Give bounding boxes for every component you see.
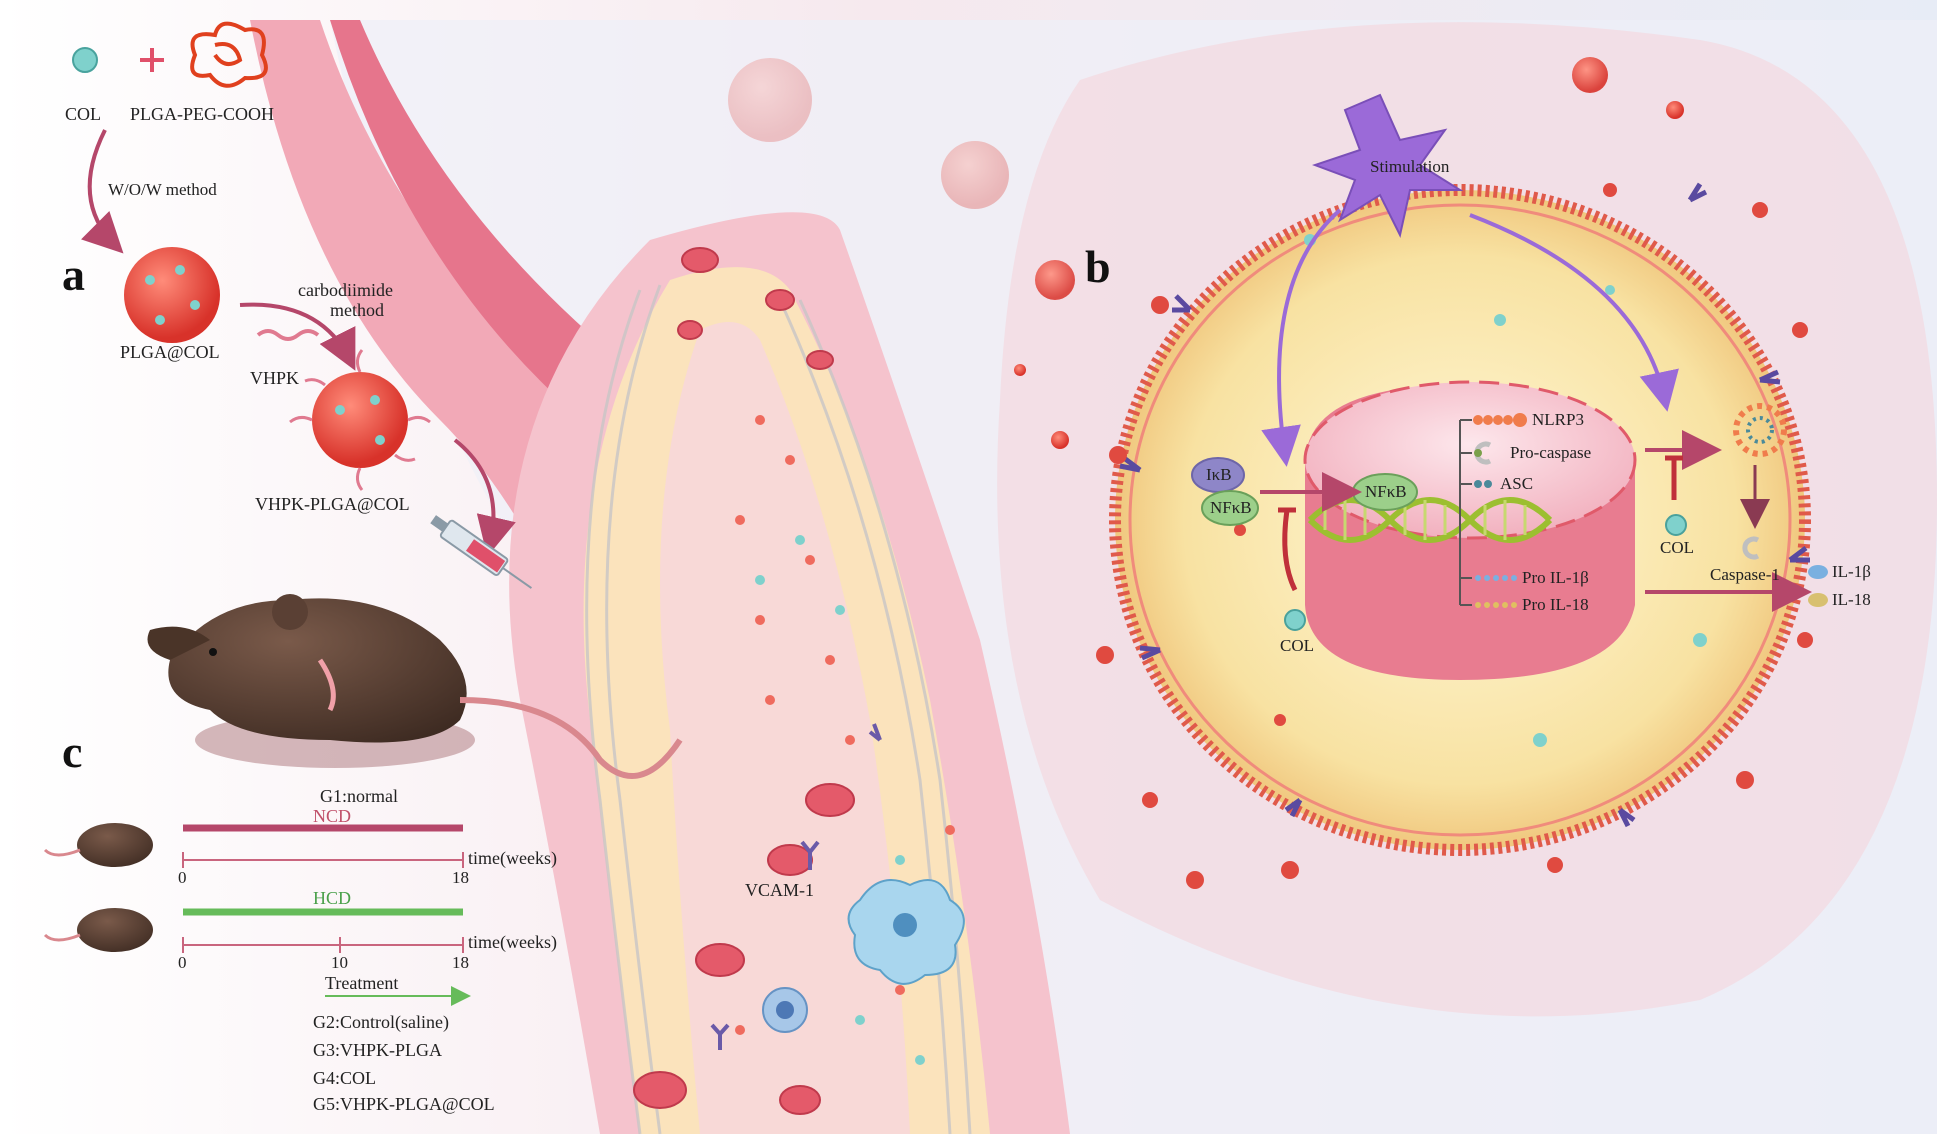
method-label: method: [330, 300, 384, 320]
gene-ticks: [1460, 419, 1472, 606]
col-left-icon: [1284, 609, 1306, 631]
asc-label: ASC: [1500, 474, 1534, 493]
caspase1-label: Caspase-1: [1710, 565, 1780, 584]
vhpk-peptide-icon: [256, 329, 320, 341]
nfkb-ellipse: [1201, 490, 1259, 526]
g3-label: G3:VHPK-PLGA: [313, 1040, 443, 1060]
g5-label: G5:VHPK-PLGA@COL: [313, 1094, 495, 1114]
wow-arrow: [81, 129, 124, 254]
red-blood-cells: [633, 247, 855, 1115]
tick-0-ncd: 0: [178, 868, 187, 887]
il18-label: IL-18: [1832, 590, 1871, 609]
nfkb-nuclear-label: NFκB: [1365, 482, 1407, 501]
inhibition-left: [1278, 507, 1298, 592]
procaspase-label: Pro-caspase: [1510, 443, 1592, 462]
g2-label: G2:Control(saline): [313, 1012, 449, 1032]
col-left-label: COL: [1280, 636, 1314, 655]
cell-membrane: [1109, 184, 1811, 856]
plga-col-particle: [124, 247, 220, 343]
stimulation-arrow-right: [1469, 213, 1679, 412]
col-label: COL: [65, 104, 101, 124]
macrophage: [847, 879, 965, 985]
panel-a-letter: a: [62, 249, 85, 300]
time-weeks-1: time(weeks): [468, 848, 557, 868]
timeline-hcd: [43, 908, 471, 1006]
membrane-receptors: [1119, 182, 1810, 828]
stimulation-arrow-left: [1261, 208, 1342, 467]
vhpk-plga-col-label: VHPK-PLGA@COL: [255, 494, 410, 514]
foam-cell: [762, 987, 808, 1033]
vhpk-label: VHPK: [250, 368, 300, 388]
col-particles: [755, 535, 925, 1065]
tick-10-hcd: 10: [331, 953, 348, 972]
nlrp3-label: NLRP3: [1532, 410, 1584, 429]
tick-0-hcd: 0: [178, 953, 187, 972]
il18-icon: [1808, 593, 1828, 607]
plga-col-label: PLGA@COL: [120, 342, 220, 362]
vhpk-plga-col-particle: [289, 349, 431, 491]
inner-lumen: [660, 322, 910, 1134]
panel-b-letter: b: [1085, 241, 1111, 292]
injection-arrow: [453, 438, 516, 557]
rat-illustration: [147, 594, 683, 779]
col-right-label: COL: [1660, 538, 1694, 557]
nucleus: [1303, 380, 1637, 680]
dna-rungs: [1323, 500, 1527, 540]
timeline-ncd: [43, 823, 464, 868]
plga-peg-polymer-icon: [190, 21, 268, 88]
g1-label: G1:normal: [320, 786, 398, 806]
ikb-label: IκB: [1206, 465, 1232, 484]
plus-icon: [140, 48, 164, 72]
carbodiimide-label: carbodiimide: [298, 280, 393, 300]
vcam-receptors: [710, 723, 882, 1050]
intracellular-col: [1304, 234, 1707, 747]
vcam-label: VCAM-1: [745, 880, 815, 900]
ncd-label: NCD: [313, 806, 352, 826]
carbodiimide-arrow: [239, 302, 356, 371]
inhibition-right: [1665, 455, 1683, 500]
plga-peg-cooh-label: PLGA-PEG-COOH: [130, 104, 274, 124]
floating-nanoparticles: [728, 57, 1684, 449]
inflammasome: [1733, 403, 1787, 457]
gene-symbols: [1473, 413, 1527, 608]
time-weeks-2: time(weeks): [468, 932, 557, 952]
il1b-label: IL-1β: [1832, 562, 1871, 581]
treatment-label: Treatment: [325, 973, 399, 993]
caspase1-icon: [1742, 536, 1760, 560]
col-molecule-icon: [72, 47, 98, 73]
pro-il1b-label: Pro IL-1β: [1522, 568, 1589, 587]
tick-18-ncd: 18: [452, 868, 469, 887]
wow-method-label: W/O/W method: [108, 180, 217, 199]
g4-label: G4:COL: [313, 1068, 376, 1088]
panel-c-letter: c: [62, 726, 83, 777]
extracellular-particles: [1096, 183, 1813, 889]
pro-il18-label: Pro IL-18: [1522, 595, 1589, 614]
nfkb-label: NFκB: [1210, 498, 1252, 517]
tick-18-hcd: 18: [452, 953, 469, 972]
stimulation-starburst: [1312, 93, 1464, 238]
stimulation-label: Stimulation: [1370, 157, 1450, 176]
hcd-label: HCD: [313, 888, 352, 908]
col-right-icon: [1665, 514, 1687, 536]
il1b-icon: [1808, 565, 1828, 579]
syringe-icon: [430, 515, 533, 589]
